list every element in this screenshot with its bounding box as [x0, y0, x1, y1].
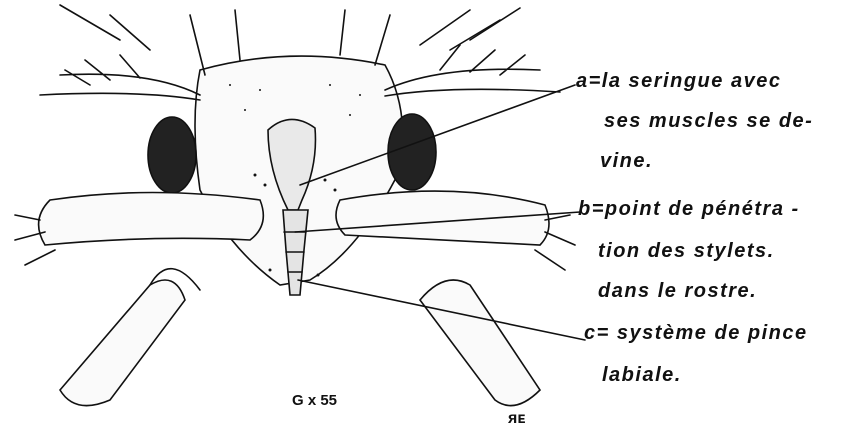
left-leg-lower: [60, 280, 185, 406]
annotation-a-line2: ses muscles se de-: [604, 110, 813, 133]
right-leg-lower: [420, 280, 540, 406]
annotation-a-line3: vine.: [600, 150, 653, 173]
annotation-c-line2: labiale.: [602, 364, 682, 387]
artist-monogram: ᴙᴇ: [508, 410, 525, 428]
annotation-b-line3: dans le rostre.: [598, 280, 757, 303]
right-leg-upper: [336, 191, 549, 245]
left-eye: [148, 117, 196, 193]
magnification-label: G x 55: [292, 392, 337, 409]
left-leg-upper: [39, 193, 264, 246]
annotation-b-line2: tion des stylets.: [598, 240, 775, 263]
annotation-a-line1: a=la seringue avec: [576, 70, 781, 93]
right-eye: [388, 114, 436, 190]
annotation-c-line1: c= système de pince: [584, 322, 808, 345]
annotation-b-line1: b=point de pénétra -: [578, 198, 800, 221]
left-antenna: [40, 55, 200, 100]
right-antenna: [385, 45, 560, 96]
